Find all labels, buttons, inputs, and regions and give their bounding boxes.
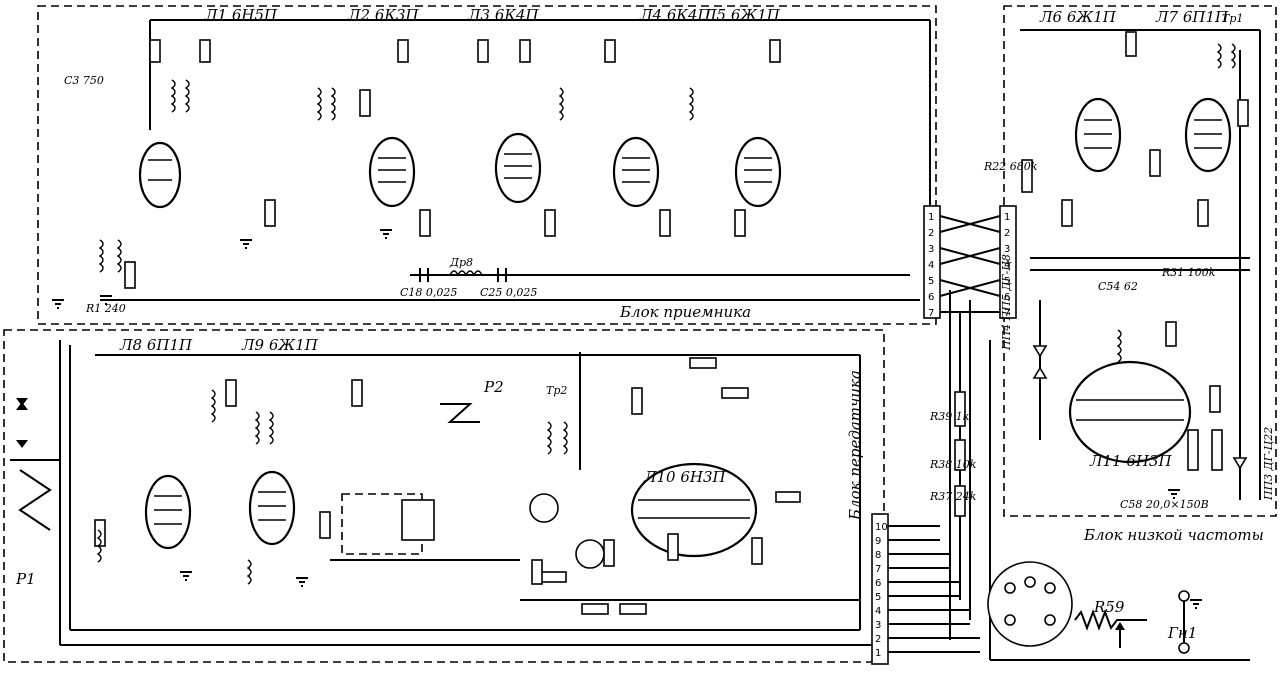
tube-l9	[248, 470, 296, 546]
transmitter-pin-8: 8	[875, 550, 881, 561]
receiver-pin-4: 4	[928, 260, 934, 271]
r22-label: R22 680k	[983, 160, 1038, 173]
tr2-label: Тр2	[546, 384, 567, 397]
transmitter-pin-10: 10	[875, 522, 888, 533]
receiver-pin-5: 5	[928, 276, 934, 287]
c25-label: C25 0,025	[480, 286, 537, 299]
tube-l4-label: Л4 6К4П	[639, 6, 712, 24]
pp-label: ПП4 ПП5 ДГ-Ц8	[1000, 254, 1013, 351]
receiver-block-label: Блок приемника	[619, 303, 751, 321]
tube-l8	[144, 474, 192, 550]
c3-label: C3 750	[64, 74, 104, 87]
relay-p2-label: Р2	[483, 378, 504, 396]
lowfreq-pin-2: 2	[1004, 228, 1010, 239]
receiver-block-border	[37, 5, 937, 325]
tube-l5	[734, 136, 782, 208]
pp3-label: ПП3 ДГ-Ц22	[1262, 427, 1275, 501]
lowfreq-pin-1: 1	[1004, 212, 1010, 223]
tube-l5-label: Л5 6Ж1П	[703, 6, 781, 24]
transmitter-block-label: Блок передатчика	[846, 370, 864, 521]
ground-symbols	[52, 229, 1202, 609]
r1-label: R1 240	[85, 302, 126, 315]
r31-label: R31 100k	[1161, 266, 1216, 279]
tube-l11	[1068, 360, 1192, 464]
transmitter-pin-9: 9	[875, 536, 881, 547]
r59-potentiometer	[1074, 609, 1147, 648]
lowfreq-connector	[999, 205, 1017, 319]
lowfreq-pin-4: 4	[1004, 260, 1010, 271]
r59-label: R59	[1093, 598, 1125, 616]
receiver-pin-7: 7	[928, 308, 934, 319]
transmitter-pin-2: 2	[875, 634, 881, 645]
socket-connector	[987, 561, 1073, 647]
transmitter-pin-5: 5	[875, 592, 881, 603]
transmitter-pin-6: 6	[875, 578, 881, 589]
tube-l10-label: Л10 6Н3П	[643, 468, 727, 486]
tube-l11-label: Л11 6Н3П	[1089, 452, 1173, 470]
receiver-pin-3: 3	[928, 244, 934, 255]
c54-label: C54 62	[1098, 280, 1138, 293]
tube-l8-label: Л8 6П1П	[119, 336, 193, 354]
r39-label: R39 1k	[929, 410, 970, 423]
transmitter-connector	[871, 513, 889, 665]
r38-label: R38 10k	[929, 458, 977, 471]
lowfreq-pin-5: 5	[1004, 276, 1010, 287]
receiver-components	[98, 39, 781, 289]
r37-label: R37 24k	[929, 490, 977, 503]
tube-l2-label: Л2 6К3П	[347, 6, 420, 24]
tube-l2	[368, 136, 416, 208]
tube-l1	[138, 141, 182, 209]
lowfreq-components	[1020, 29, 1261, 500]
relay-p1	[10, 398, 60, 531]
relay-p1-label: Р1	[15, 570, 36, 588]
transmitter-pin-4: 4	[875, 606, 881, 617]
receiver-pin-6: 6	[928, 292, 934, 303]
transmitter-components	[94, 352, 860, 615]
receiver-connector	[923, 205, 941, 319]
tube-l1-label: Л1 6Н5П	[204, 6, 278, 24]
c58-label: C58 20,0×150В	[1120, 498, 1209, 511]
transmitter-pin-1: 1	[875, 648, 881, 659]
lowfreq-pin-6: 6	[1004, 292, 1010, 303]
lowfreq-block-border	[1003, 5, 1277, 517]
lowfreq-pin-7: 7	[1004, 308, 1010, 319]
tube-l7	[1184, 97, 1232, 173]
resistor-stack	[954, 380, 966, 540]
transmitter-pin-3: 3	[875, 620, 881, 631]
receiver-pin-1: 1	[928, 212, 934, 223]
receiver-pin-2: 2	[928, 228, 934, 239]
tube-l3-label: Л3 6К4П	[467, 6, 540, 24]
tube-l6	[1074, 97, 1122, 173]
headset-jack-gn1	[1178, 590, 1190, 654]
tube-l9-label: Л9 6Ж1П	[241, 336, 319, 354]
tube-l6-label: Л6 6Ж1П	[1039, 8, 1117, 26]
tr1-label: Тр1	[1222, 12, 1243, 25]
c18-label: C18 0,025	[400, 286, 457, 299]
transmitter-pin-7: 7	[875, 564, 881, 575]
tube-l10	[630, 462, 758, 558]
gn1-label: Гн1	[1167, 624, 1197, 642]
tube-l7-label: Л7 6П1П	[1155, 8, 1229, 26]
tube-l3	[494, 132, 542, 204]
transmitter-block-border	[3, 329, 885, 663]
tube-l4	[612, 136, 660, 208]
lowfreq-block-label: Блок низкой частоты	[1083, 526, 1264, 544]
lowfreq-pin-3: 3	[1004, 244, 1010, 255]
dr8-label: Др8	[449, 256, 473, 269]
